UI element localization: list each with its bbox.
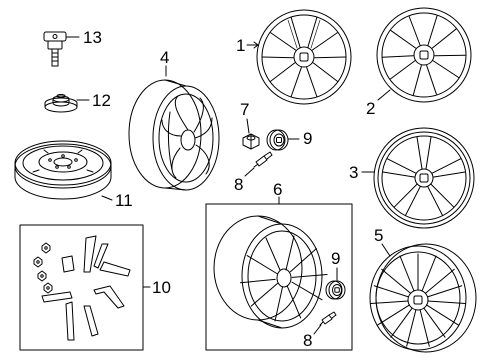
callout-11: 11 (115, 191, 133, 210)
lug-nut-icon (242, 133, 260, 150)
tpms-sensor-icon (43, 31, 67, 67)
leader-11 (101, 195, 113, 201)
alloy-wheel-6-icon (213, 215, 328, 329)
callout-8-lower: 8 (303, 331, 313, 350)
valve-stem-icon (253, 151, 273, 168)
callout-9-lower: 9 (331, 249, 341, 268)
callout-3: 3 (349, 163, 359, 182)
valve-stem-lower-icon (319, 311, 337, 326)
callout-8-upper: 8 (234, 175, 244, 194)
callout-4: 4 (160, 48, 170, 67)
spare-wheel-icon (14, 140, 112, 200)
tpms-nut-icon (44, 94, 78, 113)
leader-8a (244, 167, 255, 177)
leader-5 (381, 243, 391, 257)
callout-9-upper: 9 (303, 129, 313, 148)
alloy-wheel-3-icon (373, 127, 475, 229)
leader-2 (377, 89, 391, 101)
callout-1: 1 (236, 36, 246, 55)
callout-6: 6 (273, 180, 283, 199)
callout-5: 5 (374, 226, 384, 245)
wheel-trim-clips-icon (33, 235, 131, 341)
callout-13: 13 (83, 28, 102, 47)
alloy-wheel-2-icon (376, 7, 472, 103)
center-cap-lower-icon (325, 280, 346, 300)
center-cap-icon (266, 129, 289, 151)
callout-10: 10 (152, 278, 171, 297)
leader-8b (313, 324, 322, 335)
alloy-wheel-4-icon (128, 79, 220, 191)
callout-2: 2 (366, 99, 376, 118)
arrow-1 (253, 41, 259, 49)
callout-12: 12 (92, 91, 111, 110)
alloy-wheel-1-icon (256, 9, 352, 105)
callout-7: 7 (240, 100, 250, 119)
alloy-wheel-5-icon (368, 243, 477, 353)
leader-7 (246, 118, 250, 134)
group-box-10 (19, 224, 144, 351)
